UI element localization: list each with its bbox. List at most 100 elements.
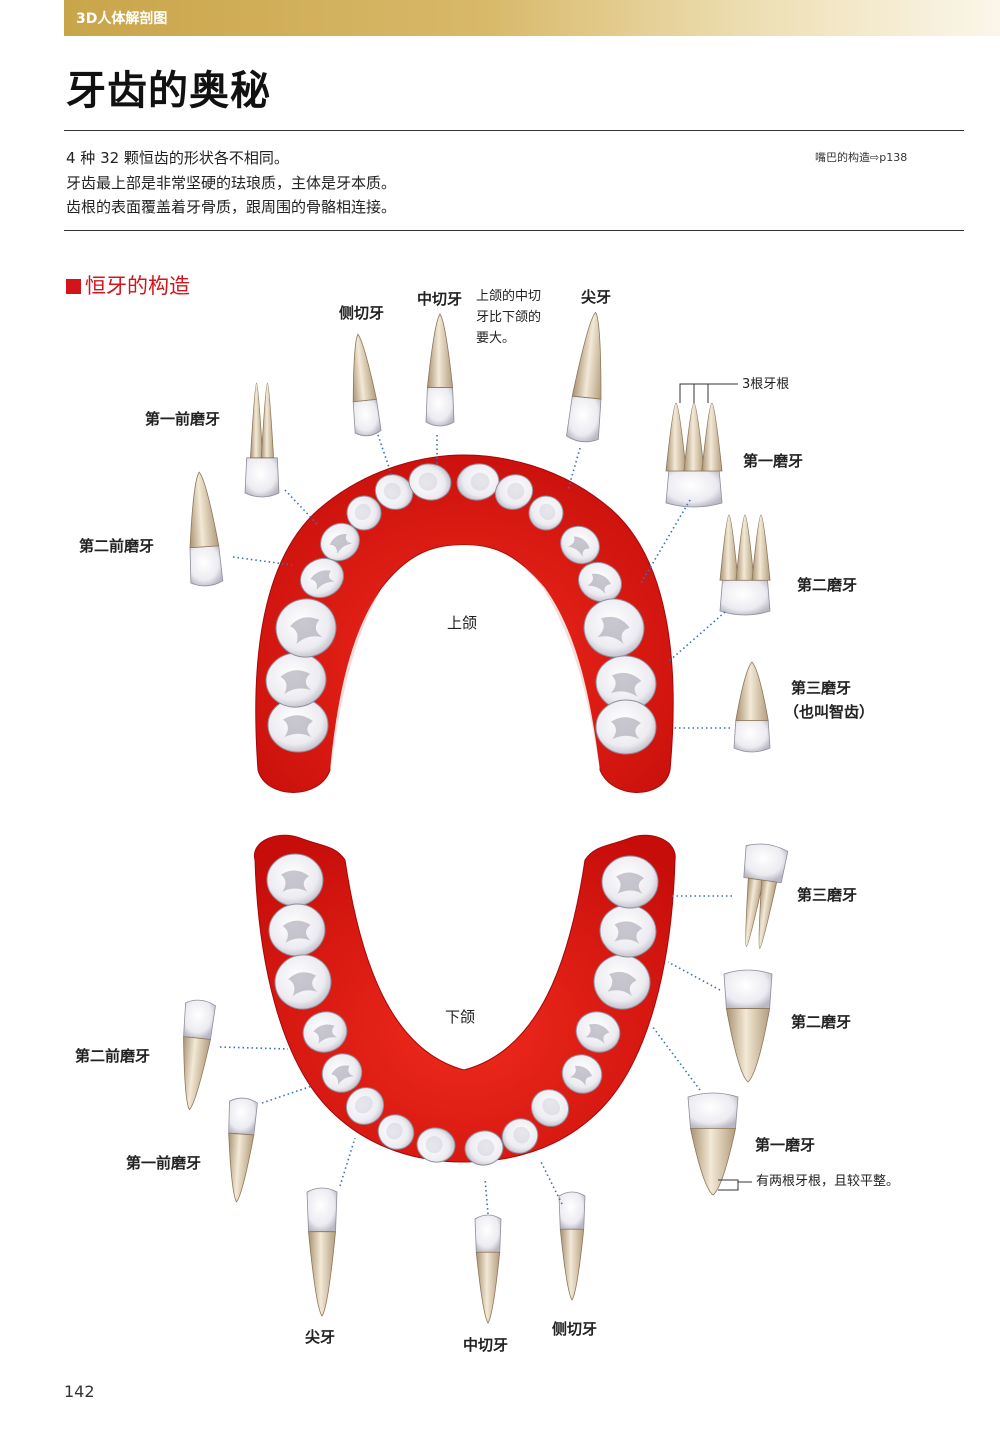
- front-tooth-crown: [528, 495, 564, 531]
- label-upper-first-molar: 第一磨牙: [743, 452, 804, 470]
- label-lower-lateral-incisor: 侧切牙: [552, 1320, 598, 1338]
- single-tooth: [558, 1191, 586, 1301]
- divider-top: [64, 130, 964, 131]
- tooth-root: [745, 877, 764, 947]
- molar-crown: [595, 655, 657, 711]
- tooth-crown: [183, 999, 216, 1040]
- front-tooth-crown: [464, 1130, 504, 1166]
- upper-central-note: 上颌的中切 牙比下颌的 要大。: [476, 286, 541, 349]
- leader-line: [261, 1085, 313, 1104]
- crown-shade: [470, 472, 490, 491]
- occlusal-groove: [567, 536, 590, 557]
- occlusal-groove: [290, 617, 323, 645]
- lower-roots-bracket: [718, 1179, 752, 1191]
- label-upper-second-molar: 第二磨牙: [797, 576, 858, 594]
- molar-crown: [601, 855, 659, 909]
- crown-shade: [513, 1126, 530, 1144]
- intro-line: 牙齿最上部是非常坚硬的珐琅质，主体是牙本质。: [66, 173, 397, 192]
- upper-teeth-arch: [265, 463, 657, 755]
- crown-shade: [354, 1095, 373, 1114]
- molar-crown: [575, 1011, 621, 1053]
- label-lower-first-premolar: 第一前磨牙: [126, 1154, 202, 1172]
- leader-line: [232, 556, 293, 566]
- occlusal-groove: [283, 715, 313, 738]
- single-tooth: [228, 1097, 258, 1203]
- tooth-crown: [733, 720, 771, 753]
- tooth-root: [352, 333, 377, 403]
- tooth-root: [308, 1231, 336, 1317]
- label-upper-central-incisor: 中切牙: [417, 290, 463, 308]
- tooth-crown: [306, 1187, 338, 1233]
- single-tooth: [189, 471, 224, 587]
- note-line: 要大。: [476, 331, 516, 346]
- occlusal-groove: [570, 1065, 593, 1086]
- single-tooth: [306, 1187, 338, 1317]
- front-tooth-crown: [408, 463, 452, 501]
- molar-crown: [302, 1011, 348, 1053]
- tooth-root: [735, 514, 755, 581]
- occlusal-groove: [313, 1024, 338, 1044]
- tooth-root: [665, 402, 687, 472]
- tooth-root: [683, 402, 705, 472]
- front-tooth-crown: [374, 474, 414, 510]
- molar-crown: [321, 1053, 363, 1093]
- front-tooth-crown: [501, 1118, 539, 1154]
- section-title: 恒牙的构造: [85, 274, 190, 298]
- tooth-root: [690, 1127, 736, 1196]
- occlusal-groove: [611, 717, 641, 740]
- cross-reference-link[interactable]: 嘴巴的构造⇨p138: [815, 151, 908, 164]
- leader-line: [284, 489, 319, 526]
- single-tooth: [743, 843, 789, 949]
- page-title: 牙齿的奥秘: [66, 68, 271, 114]
- occlusal-groove: [288, 972, 318, 997]
- lower-teeth-arch: [266, 853, 659, 1166]
- intro-text: 4 种 32 颗恒齿的形状各不相同。 牙齿最上部是非常坚硬的珐琅质，主体是牙本质…: [66, 146, 396, 220]
- tooth-root: [758, 879, 778, 949]
- header-band: 3D人体解剖图: [64, 0, 1000, 36]
- front-tooth-crown: [416, 1127, 456, 1163]
- note-line: 牙比下颌的: [476, 310, 542, 325]
- tooth-crown: [244, 457, 280, 498]
- tooth-root: [719, 514, 739, 581]
- lower-first-molar-note: 有两根牙根，且较平整。: [756, 1174, 900, 1189]
- tooth-root: [571, 311, 602, 400]
- leader-lines: [219, 434, 732, 1215]
- lower-jaw: [254, 834, 676, 1166]
- note-line: 上颌的中切: [476, 289, 542, 304]
- leader-line: [639, 499, 691, 586]
- label-wisdom-tooth: （也叫智齿）: [784, 703, 875, 721]
- molar-crown: [578, 561, 622, 603]
- occlusal-groove: [329, 534, 353, 554]
- single-tooth: [723, 969, 773, 1083]
- molar-crown: [274, 954, 332, 1010]
- label-upper-jaw: 上颌: [447, 614, 478, 632]
- label-lower-second-molar: 第二磨牙: [791, 1013, 852, 1031]
- occlusal-groove: [614, 921, 643, 944]
- label-upper-second-premolar: 第二前磨牙: [79, 537, 155, 555]
- occlusal-groove: [616, 872, 644, 894]
- label-three-roots: 3根牙根: [742, 377, 790, 392]
- molar-crown: [268, 903, 326, 957]
- tooth-root: [725, 1008, 771, 1083]
- tooth-crown: [687, 1092, 739, 1129]
- individual-teeth: [183, 311, 789, 1324]
- occlusal-groove: [282, 920, 311, 943]
- single-tooth: [566, 311, 602, 443]
- crown-shade: [477, 1139, 495, 1157]
- tooth-root: [751, 514, 771, 581]
- label-upper-lateral-incisor: 侧切牙: [339, 304, 385, 322]
- label-lower-third-molar: 第三磨牙: [797, 886, 858, 904]
- leader-line: [339, 1137, 356, 1187]
- occlusal-groove: [331, 1065, 354, 1085]
- section-heading: 恒牙的构造: [66, 270, 190, 300]
- front-tooth-crown: [494, 474, 534, 510]
- tooth-root: [189, 471, 220, 549]
- molar-crown: [266, 853, 324, 907]
- molar-crown: [320, 522, 360, 562]
- occlusal-groove: [610, 672, 642, 697]
- occlusal-groove: [585, 1024, 610, 1044]
- square-bullet-icon: [66, 279, 81, 294]
- intro-line: 齿根的表面覆盖着牙骨质，跟周围的骨骼相连接。: [66, 198, 397, 216]
- leader-line: [651, 1025, 701, 1091]
